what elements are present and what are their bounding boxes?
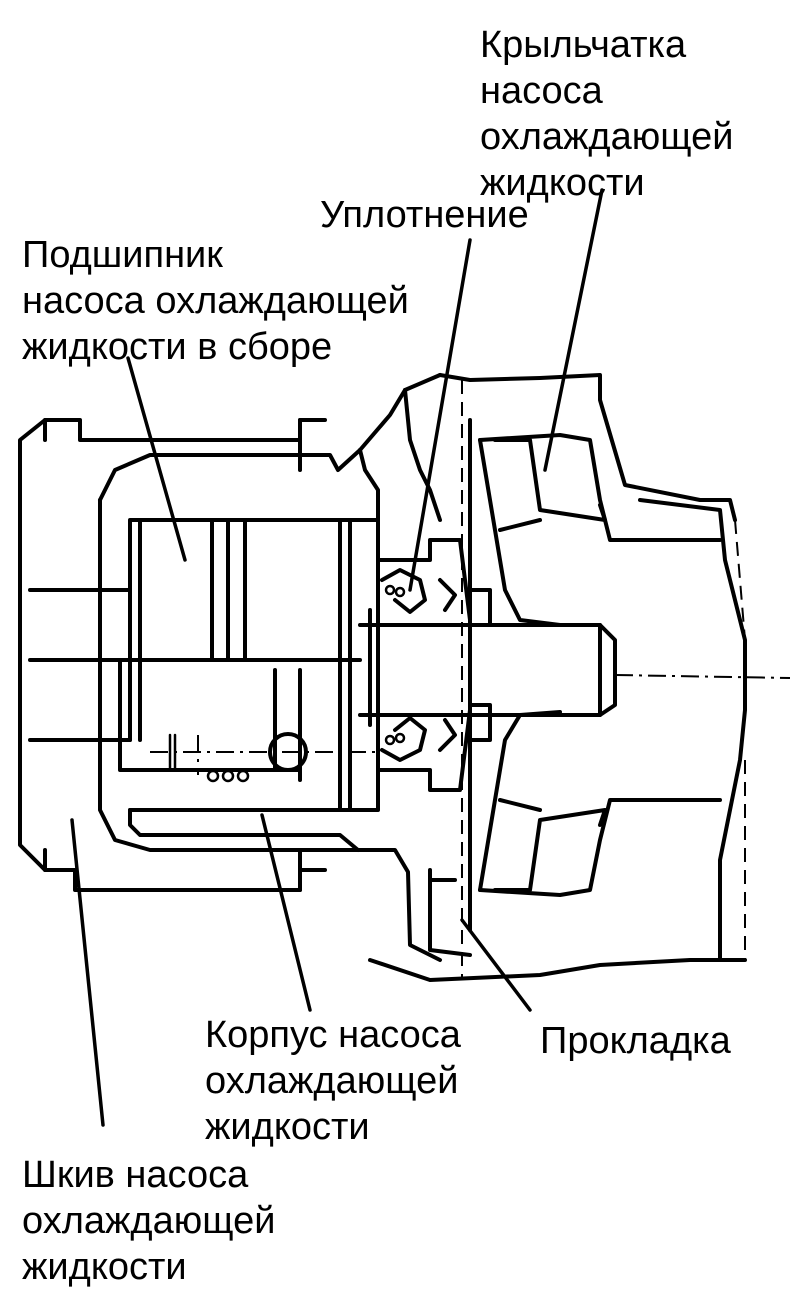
leader-seal bbox=[408, 238, 472, 592]
label-seal: Уплотнение bbox=[320, 194, 529, 236]
pump-shaft bbox=[358, 608, 617, 727]
label-pump-housing: Корпус насоса охлаждающей жидкости bbox=[205, 1014, 461, 1148]
leader-impeller bbox=[543, 188, 604, 472]
bearing-hub bbox=[28, 518, 380, 812]
leader-gasket bbox=[460, 918, 532, 1012]
label-impeller: Крыльчатка насоса охлаждающей жидкости bbox=[480, 24, 734, 204]
label-bearing-assembly: Подшипник насоса охлаждающей жидкости в … bbox=[22, 234, 409, 368]
housing-right-edge bbox=[734, 519, 746, 960]
pump-housing bbox=[98, 373, 747, 982]
leader-bearing bbox=[126, 356, 187, 562]
shaft-centerline bbox=[614, 674, 791, 679]
label-gasket: Прокладка bbox=[540, 1020, 731, 1062]
leader-pulley bbox=[70, 818, 105, 1127]
pulley-outline bbox=[18, 418, 327, 892]
impeller bbox=[468, 418, 747, 962]
leader-housing bbox=[260, 813, 312, 1012]
label-pump-pulley: Шкив насоса охлаждающей жидкости bbox=[22, 1154, 276, 1288]
seal-assembly bbox=[376, 538, 492, 792]
